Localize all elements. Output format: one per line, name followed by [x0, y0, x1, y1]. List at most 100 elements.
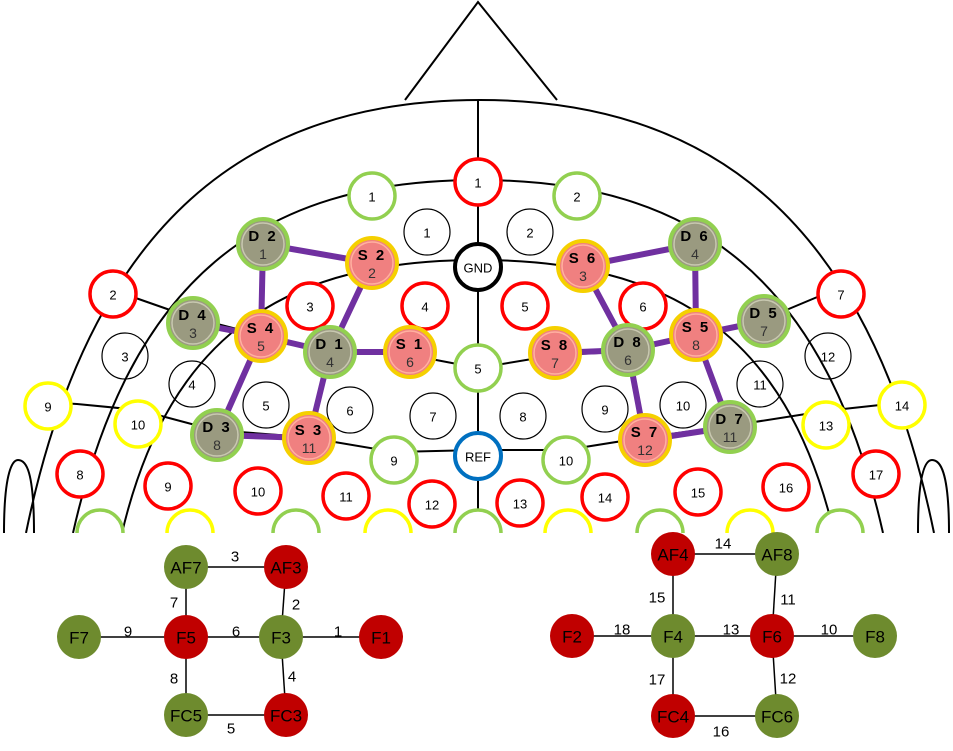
optode-name: D 5 — [749, 305, 778, 322]
position-ring-circle — [581, 385, 629, 433]
optode-d8: D 86 — [601, 323, 655, 377]
position-ring-circle — [453, 343, 503, 393]
edge-label: 17 — [649, 672, 666, 689]
position-ring-circle — [326, 386, 374, 434]
optode-name: S 5 — [682, 319, 711, 336]
optode-name: D 4 — [178, 307, 207, 324]
position-label: 14 — [598, 491, 612, 506]
optode-s6: S 63 — [556, 239, 610, 293]
position-ring-circle — [101, 332, 149, 380]
position-ring-circle — [500, 281, 550, 331]
gnd-ring — [453, 242, 503, 292]
edge-label: 9 — [124, 624, 132, 641]
node-label: AF3 — [270, 559, 301, 578]
node-circle — [164, 615, 208, 659]
node-circle — [264, 545, 308, 589]
node-circle — [359, 615, 403, 659]
ref-marker: REF — [453, 431, 503, 481]
optode-s5: S 58 — [669, 308, 723, 362]
position-ring-circle — [659, 381, 707, 429]
position-label: 12 — [821, 350, 835, 365]
optode-channel-number: 11 — [723, 429, 738, 445]
position-ring: 12 — [804, 332, 852, 380]
position-label: 13 — [513, 497, 527, 512]
node-label: F8 — [865, 628, 885, 647]
edge-label: 18 — [614, 622, 631, 639]
node-label: F7 — [69, 629, 89, 648]
node-f7: F7 — [57, 615, 101, 659]
optode-s2: S 22 — [345, 236, 399, 290]
position-ring — [271, 508, 321, 533]
position-ring-circle — [242, 381, 290, 429]
optode-highlight — [623, 418, 667, 462]
node-fc5: FC5 — [164, 693, 208, 737]
optode-highlight — [350, 241, 394, 285]
position-ring-circle — [409, 392, 457, 440]
position-ring: 7 — [409, 392, 457, 440]
edge-label: 16 — [713, 724, 730, 741]
optode-channel-number: 5 — [257, 338, 265, 354]
node-circle — [651, 694, 695, 738]
detector-circle — [601, 323, 655, 377]
optode-name: D 3 — [202, 419, 231, 436]
position-label: 3 — [306, 300, 313, 315]
detector-circle — [303, 325, 357, 379]
node-circle — [651, 532, 695, 576]
optode-channel-number: 7 — [551, 355, 559, 371]
position-ring — [75, 508, 125, 533]
position-label: 1 — [423, 226, 430, 241]
node-label: F2 — [562, 628, 582, 647]
position-ring: 1 — [403, 208, 451, 256]
optode-channel-number: 8 — [692, 337, 700, 353]
edge-label: 4 — [288, 669, 296, 686]
position-ring: 5 — [453, 343, 503, 393]
edge-label: 10 — [821, 622, 838, 639]
position-ring: 5 — [500, 281, 550, 331]
optode-highlight — [239, 314, 283, 358]
edge-label: 14 — [715, 536, 732, 553]
position-ring: 3 — [285, 281, 335, 331]
optode-channel-number: 2 — [368, 265, 376, 281]
position-label: 3 — [121, 350, 128, 365]
optode-highlight — [241, 222, 285, 266]
optode-name: S 8 — [541, 337, 570, 354]
position-label: 9 — [390, 454, 397, 469]
edge-label: 2 — [292, 597, 300, 614]
optode-channel-number: 1 — [259, 246, 267, 262]
edge-label: 8 — [170, 671, 178, 688]
detector-circle — [737, 294, 791, 348]
position-label: 2 — [109, 288, 116, 303]
edge-label: 15 — [649, 590, 666, 607]
position-ring-circle — [801, 400, 851, 450]
optode-channel-number: 3 — [579, 268, 587, 284]
position-ring: 3 — [101, 332, 149, 380]
position-label: 9 — [601, 403, 608, 418]
position-label: 8 — [76, 468, 83, 483]
position-ring-circle — [815, 508, 865, 533]
position-label: 5 — [262, 399, 269, 414]
optode-channel-number: 12 — [637, 442, 653, 458]
position-ring: 13 — [801, 400, 851, 450]
position-ring-circle — [541, 435, 591, 485]
position-label: 14 — [895, 399, 909, 414]
position-ring-circle — [761, 462, 811, 512]
position-ring-circle — [347, 171, 397, 221]
position-ring-circle — [851, 449, 901, 499]
position-ring — [815, 508, 865, 533]
node-circle — [550, 614, 594, 658]
position-ring-circle — [271, 508, 321, 533]
position-label: 4 — [421, 300, 428, 315]
node-fc6: FC6 — [755, 694, 799, 738]
position-ring-circle — [495, 478, 545, 528]
optode-highlight — [308, 330, 352, 374]
position-ring: 5 — [242, 381, 290, 429]
position-ring-circle — [673, 467, 723, 517]
position-ring-circle — [407, 479, 457, 529]
source-circle — [556, 239, 610, 293]
position-ring-circle — [168, 360, 216, 408]
optode-name: S 6 — [569, 250, 598, 267]
position-ring-circle — [321, 471, 371, 521]
